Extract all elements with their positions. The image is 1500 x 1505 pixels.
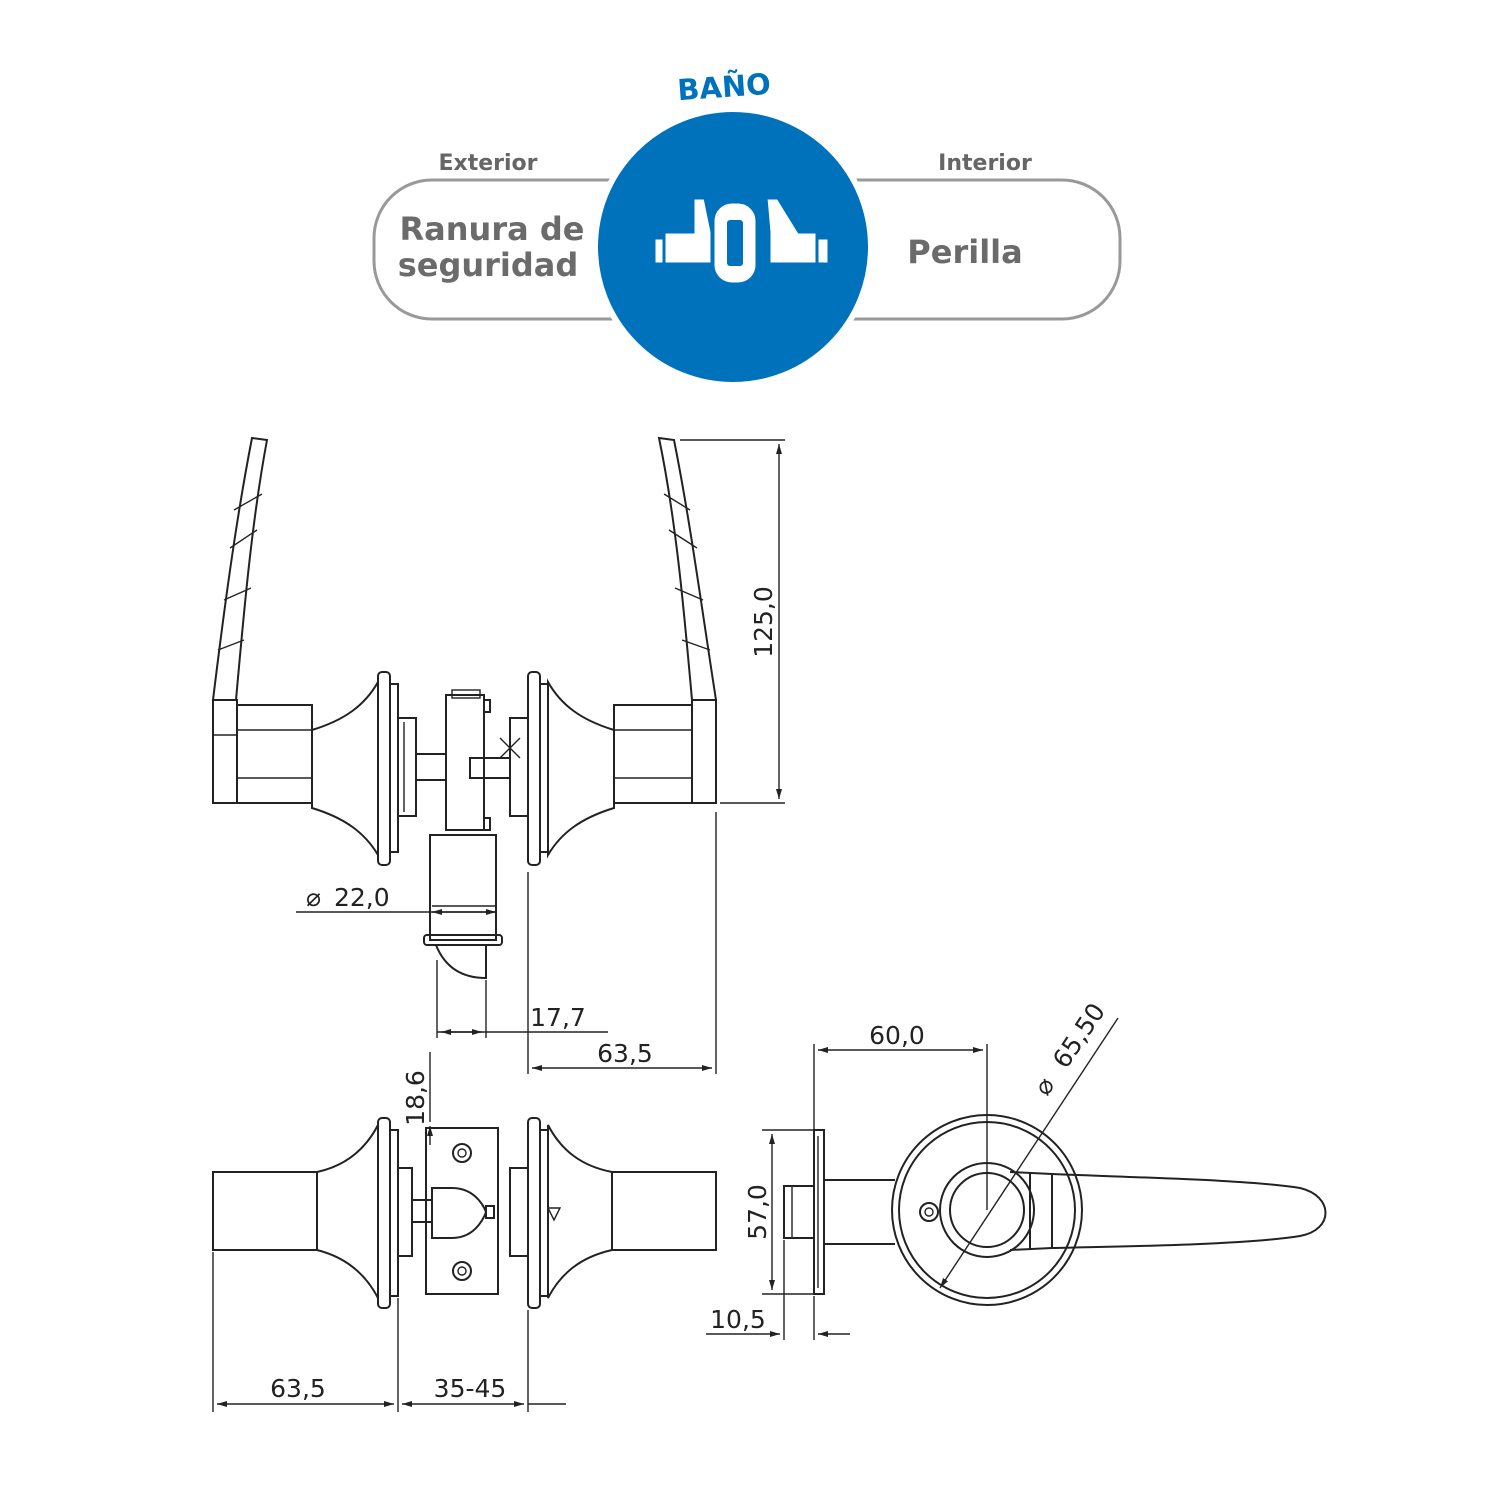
- exterior-text-line2: seguridad: [398, 246, 579, 284]
- function-title: BAÑO: [676, 67, 772, 107]
- interior-caption: Interior: [938, 151, 1032, 176]
- dim-rose-depth-label: 10,5: [710, 1305, 766, 1334]
- exterior-caption: Exterior: [438, 151, 537, 176]
- dim-diameter-symbol: ⌀: [306, 883, 321, 912]
- dim-latch-diameter-label: 22,0: [334, 883, 390, 912]
- plan-view-dimensions: 18,6 63,5 35-45: [212, 1052, 566, 1412]
- dim-latch-offset-label: 17,7: [530, 1003, 586, 1032]
- dim-rose-height-label: 57,0: [743, 1184, 772, 1240]
- dim-door-thickness-label: 35-45: [434, 1374, 507, 1403]
- dim-backset-top-label: 63,5: [597, 1039, 653, 1068]
- side-view: [783, 1114, 1327, 1306]
- interior-text: Perilla: [907, 233, 1022, 271]
- dim-latch-height-label: 18,6: [401, 1070, 430, 1126]
- front-elevation-view: [211, 436, 718, 980]
- front-view-dimensions: 125,0 ⌀ 22,0 17,7 63,5: [296, 439, 785, 1074]
- dim-height-label: 125,0: [749, 586, 778, 658]
- lock-lever-icon: [652, 196, 831, 286]
- plan-view: [212, 1117, 717, 1309]
- function-badge: BAÑO Exterior Interior Ranura de segurid…: [372, 67, 1122, 388]
- dim-rose-diameter-label: 65,50: [1047, 998, 1111, 1074]
- dim-rose-width-label: 60,0: [869, 1021, 925, 1050]
- dim-rose-diameter-symbol: ⌀: [1028, 1072, 1060, 1101]
- exterior-text-line1: Ranura de: [400, 210, 585, 248]
- dim-backset-bottom-label: 63,5: [270, 1374, 326, 1403]
- side-view-dimensions: 60,0 ⌀ 65,50 57,0 10,5: [706, 998, 1119, 1340]
